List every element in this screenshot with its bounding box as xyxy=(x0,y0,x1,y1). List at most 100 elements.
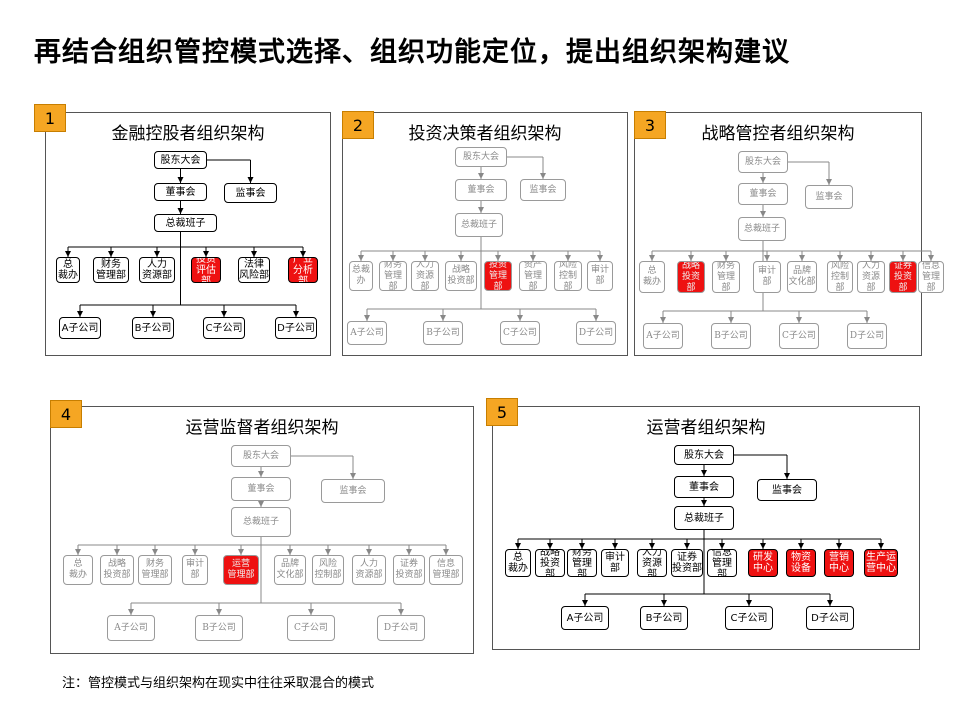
department-box: 审计 部 xyxy=(753,261,781,293)
department-box: 财务 管理部 xyxy=(93,257,129,283)
department-box: 物资 设备 xyxy=(786,549,816,577)
arrow-head xyxy=(221,311,227,317)
panel-title: 运营者组织架构 xyxy=(646,418,766,438)
subsidiary-box: B子公司 xyxy=(132,317,174,339)
panel-title: 运营监督者组织架构 xyxy=(185,418,339,438)
arrow-head xyxy=(799,255,805,261)
arrow-head xyxy=(701,500,707,506)
department-box: 法律 风险部 xyxy=(238,257,270,283)
org-chart-panel-2: 投资决策者组织架构股东大会董事会监事会总裁班子总裁办财务 管理部人力 资源部战略… xyxy=(342,112,628,356)
department-box: 研发 中心 xyxy=(748,549,778,577)
arrow-head xyxy=(746,600,752,606)
arrow-head xyxy=(154,251,160,257)
department-box: 财务 管理部 xyxy=(379,261,407,291)
arrow-head xyxy=(760,211,766,217)
arrow-head xyxy=(366,549,372,555)
panel-number-badge: 2 xyxy=(342,111,374,139)
executive-team-box: 总裁班子 xyxy=(455,213,503,237)
subsidiary-box: C子公司 xyxy=(779,323,819,349)
department-box: 总 裁办 xyxy=(56,257,80,283)
department-box: 证券 投资部 xyxy=(671,549,703,577)
connector-lines xyxy=(358,156,603,321)
arrow-head xyxy=(443,549,449,555)
connector-lines xyxy=(65,159,306,317)
arrow-head xyxy=(495,255,501,261)
supervisory-board-box: 监事会 xyxy=(321,479,385,503)
subsidiary-box: B子公司 xyxy=(195,615,243,641)
supervisory-board-box: 监事会 xyxy=(805,185,853,209)
arrow-head xyxy=(150,311,156,317)
department-box: 生产运 营中心 xyxy=(864,549,898,577)
department-box: 总 裁办 xyxy=(505,549,531,577)
arrow-head xyxy=(649,255,655,261)
arrow-head xyxy=(760,177,766,183)
subsidiary-box: C子公司 xyxy=(287,615,335,641)
board-box: 董事会 xyxy=(231,477,291,501)
subsidiary-box: B子公司 xyxy=(423,321,463,345)
arrow-head xyxy=(827,600,833,606)
subsidiary-box: D子公司 xyxy=(576,321,616,345)
subsidiary-box: C子公司 xyxy=(500,321,540,345)
department-box: 运营 管理部 xyxy=(223,555,259,585)
department-box: 产业 分析部 xyxy=(288,257,318,283)
arrow-head xyxy=(837,255,843,261)
department-box: 审计 部 xyxy=(182,555,208,585)
arrow-head xyxy=(530,255,536,261)
arrow-head xyxy=(203,251,209,257)
footnote: 注：管控模式与组织架构在现实中往往采取混合的模式 xyxy=(62,676,375,691)
arrow-head xyxy=(398,609,404,615)
shareholders-meeting-box: 股东大会 xyxy=(231,445,291,467)
arrow-head xyxy=(478,173,484,179)
arrow-head xyxy=(65,251,71,257)
panel-number-badge: 5 xyxy=(486,398,518,426)
arrow-head xyxy=(192,549,198,555)
arrow-head xyxy=(152,549,158,555)
board-box: 董事会 xyxy=(455,179,507,201)
org-chart-panel-3: 战略管控者组织架构股东大会董事会监事会总裁班子总 裁办战略 投资部财务 管理部审… xyxy=(634,112,944,356)
shareholders-meeting-box: 股东大会 xyxy=(674,445,734,465)
arrow-head xyxy=(688,255,694,261)
department-box: 风险 控制部 xyxy=(312,555,344,585)
arrow-head xyxy=(760,543,766,549)
department-box: 战略 投资部 xyxy=(100,555,134,585)
arrow-head xyxy=(597,255,603,261)
arrow-head xyxy=(864,317,870,323)
department-box: 总 裁办 xyxy=(63,555,93,585)
arrow-head xyxy=(701,470,707,476)
arrow-head xyxy=(728,317,734,323)
arrow-head xyxy=(836,543,842,549)
org-chart-panel-1: 金融控股者组织架构股东大会董事会监事会总裁班子总 裁办财务 管理部人力 资源部投… xyxy=(45,112,331,356)
arrow-head xyxy=(390,255,396,261)
panel-number-badge: 4 xyxy=(50,400,82,428)
department-box: 资产 管理部 xyxy=(519,261,547,291)
arrow-head xyxy=(287,549,293,555)
department-box: 品牌 文化部 xyxy=(274,555,306,585)
arrow-head xyxy=(325,549,331,555)
department-box: 财务 管理部 xyxy=(138,555,172,585)
department-box: 战略 投资部 xyxy=(445,261,477,291)
arrow-head xyxy=(258,501,264,507)
subsidiary-box: A子公司 xyxy=(59,317,101,339)
department-box: 总裁办 xyxy=(349,261,373,291)
panel-number-badge: 1 xyxy=(34,104,66,132)
arrow-head xyxy=(826,179,832,185)
arrow-head xyxy=(612,543,618,549)
arrow-head xyxy=(798,543,804,549)
subsidiary-box: D子公司 xyxy=(275,317,317,339)
arrow-head xyxy=(515,543,521,549)
arrow-head xyxy=(478,207,484,213)
department-box: 财务 管理部 xyxy=(567,549,597,577)
arrow-head xyxy=(177,208,184,214)
arrow-head xyxy=(108,251,114,257)
page-title: 再结合组织管控模式选择、组织功能定位，提出组织架构建议 xyxy=(34,37,790,68)
supervisory-board-box: 监事会 xyxy=(520,179,566,201)
arrow-head xyxy=(540,173,546,179)
panel-title: 金融控股者组织架构 xyxy=(111,124,265,144)
arrow-head xyxy=(364,315,370,321)
subsidiary-box: C子公司 xyxy=(203,317,245,339)
supervisory-board-box: 监事会 xyxy=(757,479,817,501)
department-box: 人力 资源部 xyxy=(411,261,439,291)
department-box: 信息 管理部 xyxy=(918,261,944,293)
arrow-head xyxy=(547,543,553,549)
arrow-head xyxy=(258,471,264,477)
